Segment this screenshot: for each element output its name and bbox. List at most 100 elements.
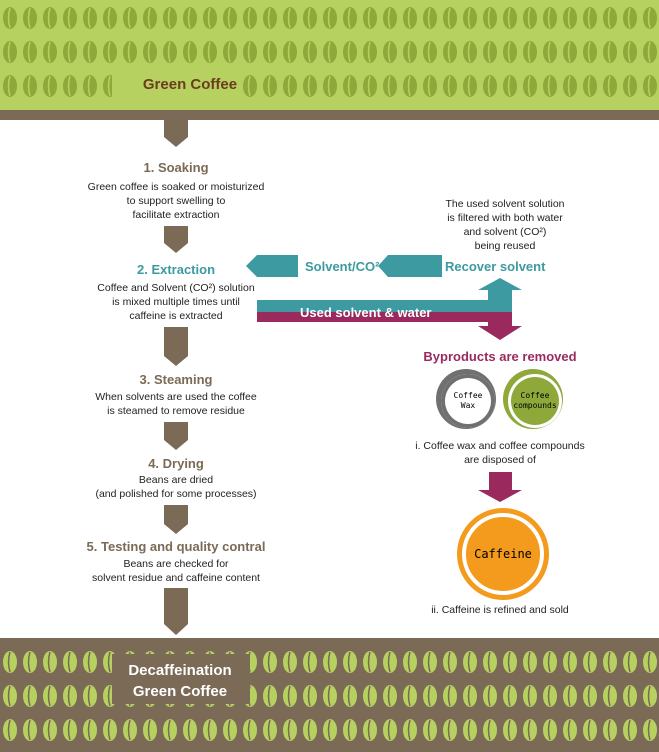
coffee-bean-icon	[643, 651, 657, 673]
coffee-bean-icon	[283, 7, 297, 29]
coffee-bean-icon	[223, 719, 237, 741]
coffee-bean-icon	[83, 7, 97, 29]
coffee-bean-icon	[343, 75, 357, 97]
coffee-bean-icon	[483, 7, 497, 29]
coffee-compounds-circle: Coffee compounds	[508, 374, 562, 428]
coffee-bean-icon	[143, 719, 157, 741]
coffee-bean-icon	[423, 41, 437, 63]
coffee-bean-icon	[63, 719, 77, 741]
coffee-bean-icon	[603, 41, 617, 63]
coffee-bean-icon	[423, 651, 437, 673]
coffee-bean-icon	[463, 685, 477, 707]
coffee-bean-icon	[503, 685, 517, 707]
coffee-bean-icon	[163, 719, 177, 741]
coffee-bean-icon	[23, 719, 37, 741]
coffee-bean-icon	[3, 7, 17, 29]
coffee-bean-icon	[323, 685, 337, 707]
coffee-bean-icon	[483, 719, 497, 741]
coffee-bean-icon	[323, 651, 337, 673]
step-4-text: Beans are dried (and polished for some p…	[95, 474, 257, 500]
coffee-bean-icon	[303, 719, 317, 741]
coffee-bean-icon	[43, 75, 57, 97]
coffee-bean-icon	[243, 41, 257, 63]
coffee-bean-icon	[283, 75, 297, 97]
coffee-bean-icon	[483, 651, 497, 673]
coffee-bean-icon	[563, 41, 577, 63]
coffee-bean-icon	[443, 41, 457, 63]
coffee-bean-icon	[603, 719, 617, 741]
coffee-wax-circle: Coffee Wax	[441, 374, 495, 428]
coffee-bean-icon	[383, 685, 397, 707]
coffee-bean-icon	[363, 41, 377, 63]
coffee-bean-icon	[503, 719, 517, 741]
coffee-bean-icon	[523, 7, 537, 29]
coffee-bean-icon	[283, 41, 297, 63]
coffee-bean-icon	[343, 719, 357, 741]
coffee-bean-icon	[463, 651, 477, 673]
coffee-bean-icon	[603, 75, 617, 97]
coffee-bean-icon	[383, 7, 397, 29]
coffee-bean-icon	[423, 75, 437, 97]
coffee-bean-icon	[363, 719, 377, 741]
coffee-bean-icon	[583, 719, 597, 741]
arrow-down-2	[164, 226, 188, 253]
byproducts-title: Byproducts are removed	[423, 349, 577, 364]
coffee-bean-icon	[203, 41, 217, 63]
coffee-bean-icon	[563, 685, 577, 707]
coffee-bean-icon	[583, 651, 597, 673]
arrow-down-4	[164, 422, 188, 450]
coffee-bean-icon	[343, 685, 357, 707]
coffee-bean-icon	[43, 651, 57, 673]
recover-solvent-label: Recover solvent	[445, 259, 546, 274]
coffee-bean-icon	[543, 685, 557, 707]
step-3-title: 3. Steaming	[139, 372, 213, 387]
coffee-bean-icon	[283, 685, 297, 707]
coffee-bean-icon	[623, 719, 637, 741]
coffee-bean-icon	[283, 719, 297, 741]
coffee-bean-icon	[223, 7, 237, 29]
coffee-bean-icon	[103, 7, 117, 29]
coffee-bean-icon	[643, 75, 657, 97]
coffee-bean-icon	[363, 651, 377, 673]
coffee-bean-icon	[603, 7, 617, 29]
footer-title: Decaffeination Green Coffee	[128, 662, 232, 700]
caffeine-text: ii. Caffeine is refined and sold	[431, 604, 569, 616]
step-2-title: 2. Extraction	[136, 262, 216, 277]
coffee-bean-icon	[123, 41, 137, 63]
coffee-bean-icon	[3, 719, 17, 741]
coffee-bean-icon	[603, 685, 617, 707]
coffee-bean-icon	[83, 41, 97, 63]
coffee-bean-icon	[83, 75, 97, 97]
coffee-bean-icon	[523, 651, 537, 673]
step-3-text: When solvents are used the coffee is ste…	[95, 391, 257, 417]
coffee-bean-icon	[623, 41, 637, 63]
coffee-bean-icon	[183, 719, 197, 741]
arrow-left-extraction	[246, 255, 298, 277]
coffee-bean-icon	[323, 41, 337, 63]
coffee-bean-icon	[523, 75, 537, 97]
coffee-bean-icon	[463, 7, 477, 29]
coffee-bean-icon	[83, 685, 97, 707]
band-shadow	[0, 110, 659, 120]
coffee-bean-icon	[3, 685, 17, 707]
coffee-bean-icon	[63, 41, 77, 63]
coffee-beans-pattern	[3, 7, 657, 97]
coffee-bean-icon	[323, 7, 337, 29]
coffee-bean-icon	[503, 75, 517, 97]
coffee-bean-icon	[563, 719, 577, 741]
coffee-bean-icon	[483, 685, 497, 707]
coffee-bean-icon	[423, 7, 437, 29]
coffee-bean-icon	[123, 7, 137, 29]
coffee-bean-icon	[43, 685, 57, 707]
step-1-title: 1. Soaking	[143, 160, 209, 175]
coffee-bean-icon	[263, 41, 277, 63]
coffee-bean-icon	[643, 685, 657, 707]
coffee-bean-icon	[443, 685, 457, 707]
step-2-text: Coffee and Solvent (CO²) solution is mix…	[97, 282, 255, 322]
step-5-text: Beans are checked for solvent residue an…	[92, 558, 260, 584]
coffee-bean-icon	[423, 719, 437, 741]
coffee-bean-icon	[343, 41, 357, 63]
coffee-bean-icon	[363, 7, 377, 29]
step-5-title: 5. Testing and quality contral	[86, 539, 266, 554]
